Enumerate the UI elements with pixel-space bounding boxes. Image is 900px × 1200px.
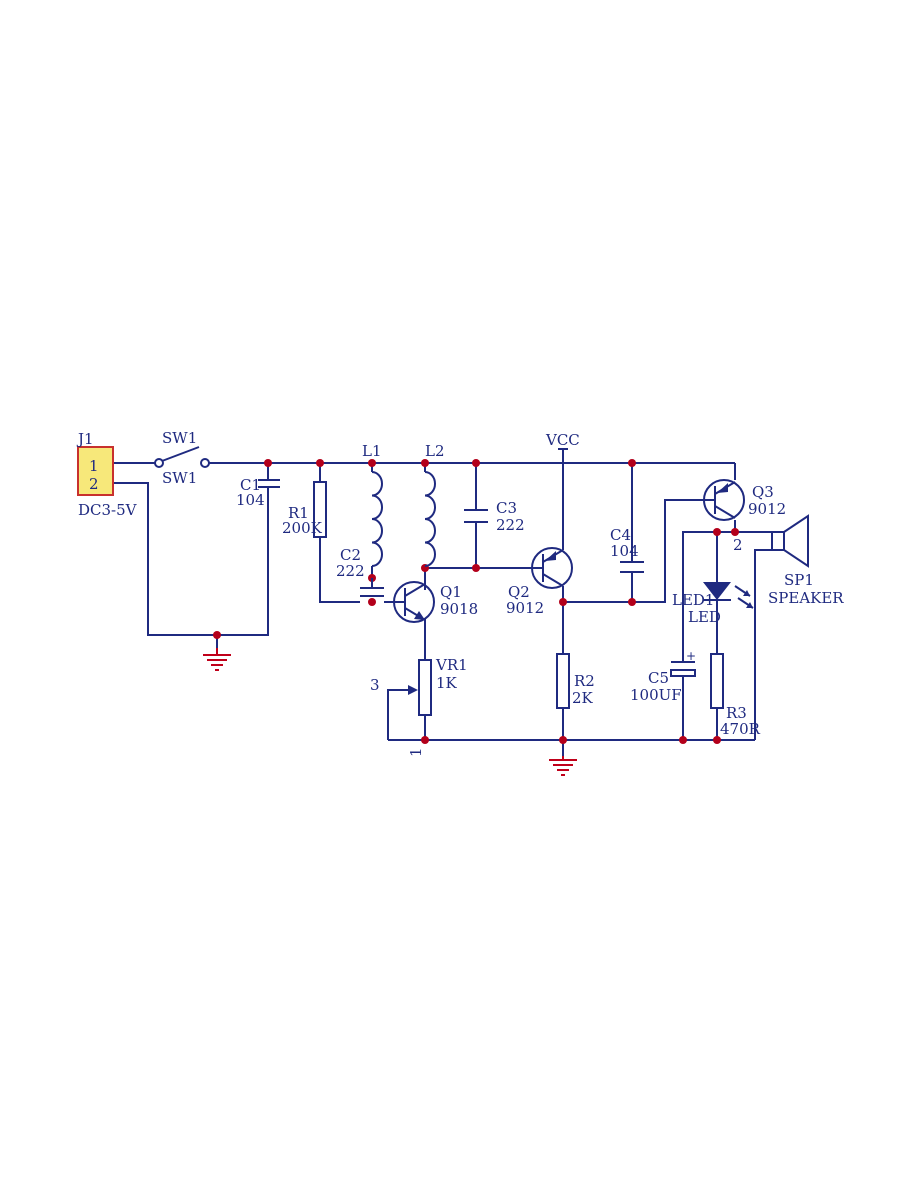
q1-label: Q1 [440, 583, 462, 601]
j1-pin2-label: 2 [89, 475, 99, 493]
c4-value: 104 [610, 542, 639, 560]
vr1-label: VR1 [435, 656, 468, 674]
vr1-value: 1K [436, 674, 458, 692]
sp1-value: SPEAKER [768, 589, 844, 607]
c2-capacitor [360, 578, 384, 597]
c5-capacitor: + [670, 649, 696, 677]
led1-value: LED [688, 608, 721, 626]
j1-connector: 1 2 [77, 446, 114, 496]
l1-label: L1 [362, 442, 382, 460]
r2-value: 2K [572, 689, 594, 707]
sw1-switch [154, 446, 210, 468]
j1-value: DC3-5V [78, 501, 138, 519]
sp1-label: SP1 [784, 571, 814, 589]
q3-transistor [703, 479, 745, 521]
q2-label: Q2 [508, 583, 530, 601]
c4-capacitor [620, 561, 644, 573]
c3-label: C3 [496, 499, 517, 517]
vr1-pin1-label: 1 [407, 747, 425, 757]
l2-label: L2 [425, 442, 445, 460]
c1-capacitor [258, 479, 280, 488]
wires [113, 462, 772, 756]
c2-label: C2 [340, 546, 361, 564]
r2-resistor [556, 653, 570, 709]
sp1-speaker [771, 514, 809, 568]
c4-label: C4 [610, 526, 631, 544]
r1-label: R1 [288, 504, 309, 522]
r3-resistor [710, 653, 724, 709]
c5-value: 100UF [630, 686, 682, 704]
r1-resistor [313, 481, 327, 538]
led1-label: LED1 [672, 591, 714, 609]
vr1-pin3-label: 3 [370, 676, 380, 694]
r2-label: R2 [574, 672, 595, 690]
q2-value: 9012 [506, 599, 544, 617]
c5-label: C5 [648, 669, 669, 687]
c2-value: 222 [336, 562, 365, 580]
r1-value: 200K [282, 519, 323, 537]
ground-icon [203, 648, 231, 671]
sw1-label-bottom: SW1 [162, 469, 197, 487]
c3-value: 222 [496, 516, 525, 534]
c5-plus-icon: + [686, 649, 696, 663]
c3-capacitor [464, 509, 488, 523]
r3-label: R3 [726, 704, 747, 722]
led1-diode [703, 582, 754, 609]
vr1-potentiometer [408, 659, 432, 716]
c1-value: 104 [236, 491, 265, 509]
sw1-label: SW1 [162, 429, 197, 447]
q3-value: 9012 [748, 500, 786, 518]
vcc-symbol [558, 448, 568, 463]
j1-pin1-label: 1 [89, 457, 99, 475]
q1-value: 9018 [440, 600, 478, 618]
l2-inductor [424, 471, 436, 567]
q1-transistor [384, 581, 435, 623]
j1-label: J1 [76, 430, 94, 448]
r3-value: 470R [720, 720, 761, 738]
q3-pin2-label: 2 [733, 536, 743, 554]
q2-transistor [531, 543, 573, 593]
q3-label: Q3 [752, 483, 774, 501]
c1-label: C1 [240, 476, 261, 494]
vcc-label: VCC [545, 431, 580, 449]
l1-inductor [371, 471, 383, 567]
ground-icon [549, 756, 577, 776]
